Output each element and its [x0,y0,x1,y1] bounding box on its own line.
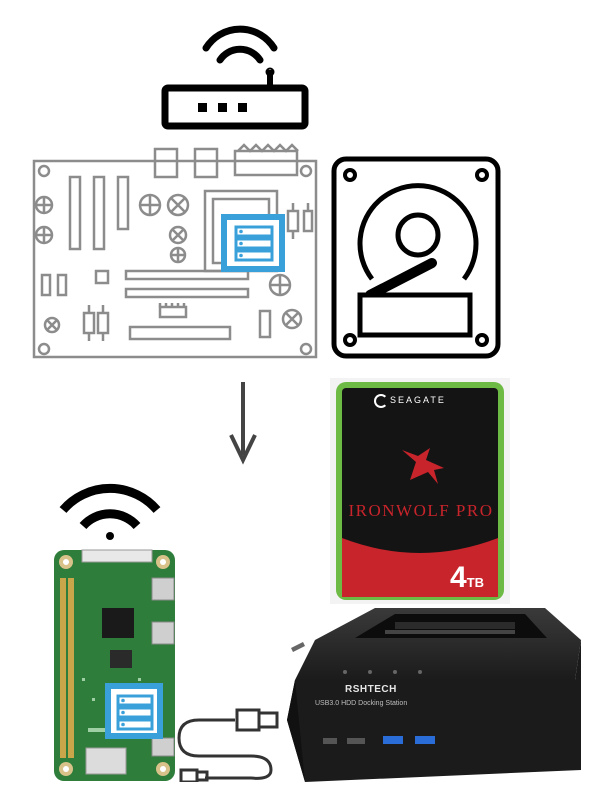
capacity-number: 4 [450,561,467,594]
ironwolf-pro-drive: SEAGATE IRONWOLF PRO 4TB [330,378,510,604]
dock-subtitle: USB3.0 HDD Docking Station [315,700,408,707]
usb-cable-icon [175,700,285,782]
wifi-icon [202,25,278,77]
motherboard-icon [30,143,320,361]
capacity-unit: TB [466,575,485,590]
server-icon [105,683,163,739]
dock-brand: RSHTECH [345,684,397,695]
wolf-logo-icon [402,448,444,484]
hard-drive-icon [330,155,502,360]
router-with-wifi [160,20,320,130]
wifi-icon [55,480,165,540]
product-name: IRONWOLF PRO [348,501,494,520]
server-icon [221,214,285,272]
docking-station: RSHTECH USB3.0 HDD Docking Station [285,600,585,785]
down-arrow-icon [228,380,258,465]
raspberry-pi-zero-board [52,548,177,783]
capacity-label: 4TB [450,561,484,595]
router-icon [161,70,309,130]
seagate-swirl-icon [374,394,388,408]
seagate-brand: SEAGATE [390,395,446,405]
